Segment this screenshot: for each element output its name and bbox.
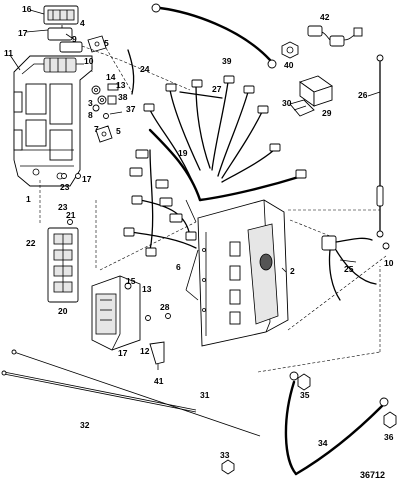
callout-36: 36	[384, 432, 394, 442]
callout-19: 19	[178, 148, 188, 158]
callout-6: 6	[176, 262, 181, 272]
callout-13b: 13	[142, 284, 152, 294]
engine-control-module	[91, 275, 141, 351]
callout-13: 13	[116, 80, 126, 90]
nut-36	[383, 411, 397, 429]
nut-35	[297, 373, 311, 391]
callout-20: 20	[58, 306, 68, 316]
callout-14: 14	[106, 72, 116, 82]
connector-assembly-top-left	[43, 5, 83, 53]
callout-4: 4	[80, 18, 85, 28]
callout-17b: 17	[82, 174, 92, 184]
relay	[299, 75, 333, 107]
ground-lead	[376, 54, 384, 238]
callout-17: 17	[18, 28, 28, 38]
callout-33: 33	[220, 450, 230, 460]
callout-16: 16	[22, 4, 32, 14]
callout-5b: 5	[116, 126, 121, 136]
callout-11: 11	[4, 48, 13, 58]
callout-25: 25	[344, 264, 354, 274]
nut-33	[221, 459, 235, 475]
small-harness	[307, 25, 363, 47]
callout-23b: 23	[58, 202, 68, 212]
callout-7: 7	[94, 124, 99, 134]
callout-38: 38	[118, 92, 128, 102]
accessory-harness	[321, 235, 390, 301]
fasteners-center-left	[61, 83, 123, 179]
callout-26: 26	[358, 90, 368, 100]
assembly-lines	[39, 45, 387, 373]
callout-9: 9	[72, 34, 77, 44]
electrical-cover	[197, 199, 289, 347]
callout-34: 34	[318, 438, 328, 448]
callout-23: 23	[60, 182, 70, 192]
callout-31: 31	[200, 390, 210, 400]
callout-5: 5	[104, 38, 109, 48]
battery-cable-top	[151, 3, 277, 69]
callout-leaders	[9, 9, 381, 301]
callout-10: 10	[84, 56, 94, 66]
fuse-block	[47, 219, 79, 303]
callout-32: 32	[80, 420, 90, 430]
callout-1: 1	[26, 194, 31, 204]
main-wiring-harness	[123, 75, 307, 257]
callout-28: 28	[160, 302, 170, 312]
callout-8: 8	[88, 110, 93, 120]
battery-cable-bottom	[284, 371, 389, 476]
bracket-lower	[95, 125, 113, 143]
callout-35: 35	[300, 390, 310, 400]
long-lead-32	[1, 370, 197, 413]
jumper-cable	[127, 49, 135, 95]
callout-22: 22	[26, 238, 36, 248]
callout-29: 29	[322, 108, 332, 118]
reference-number: 36712	[360, 470, 385, 480]
callout-10b: 10	[384, 258, 394, 268]
callout-30: 30	[282, 98, 292, 108]
callout-24: 24	[140, 64, 150, 74]
callout-42: 42	[320, 12, 330, 22]
callout-18: 17	[118, 348, 128, 358]
nut	[281, 41, 299, 59]
retaining-rod	[179, 91, 223, 99]
ground-bracket	[145, 313, 171, 370]
callout-3: 3	[88, 98, 93, 108]
mounting-tray	[13, 55, 93, 187]
callout-40: 40	[284, 60, 294, 70]
long-lead-31	[11, 349, 261, 437]
callout-2: 2	[290, 266, 295, 276]
callout-15: 15	[126, 276, 136, 286]
callout-12: 12	[140, 346, 150, 356]
callout-27: 27	[212, 84, 222, 94]
callout-41: 41	[154, 376, 164, 386]
connector-30	[289, 99, 315, 117]
callout-37: 37	[126, 104, 136, 114]
callout-21: 21	[66, 210, 76, 220]
callout-39: 39	[222, 56, 232, 66]
